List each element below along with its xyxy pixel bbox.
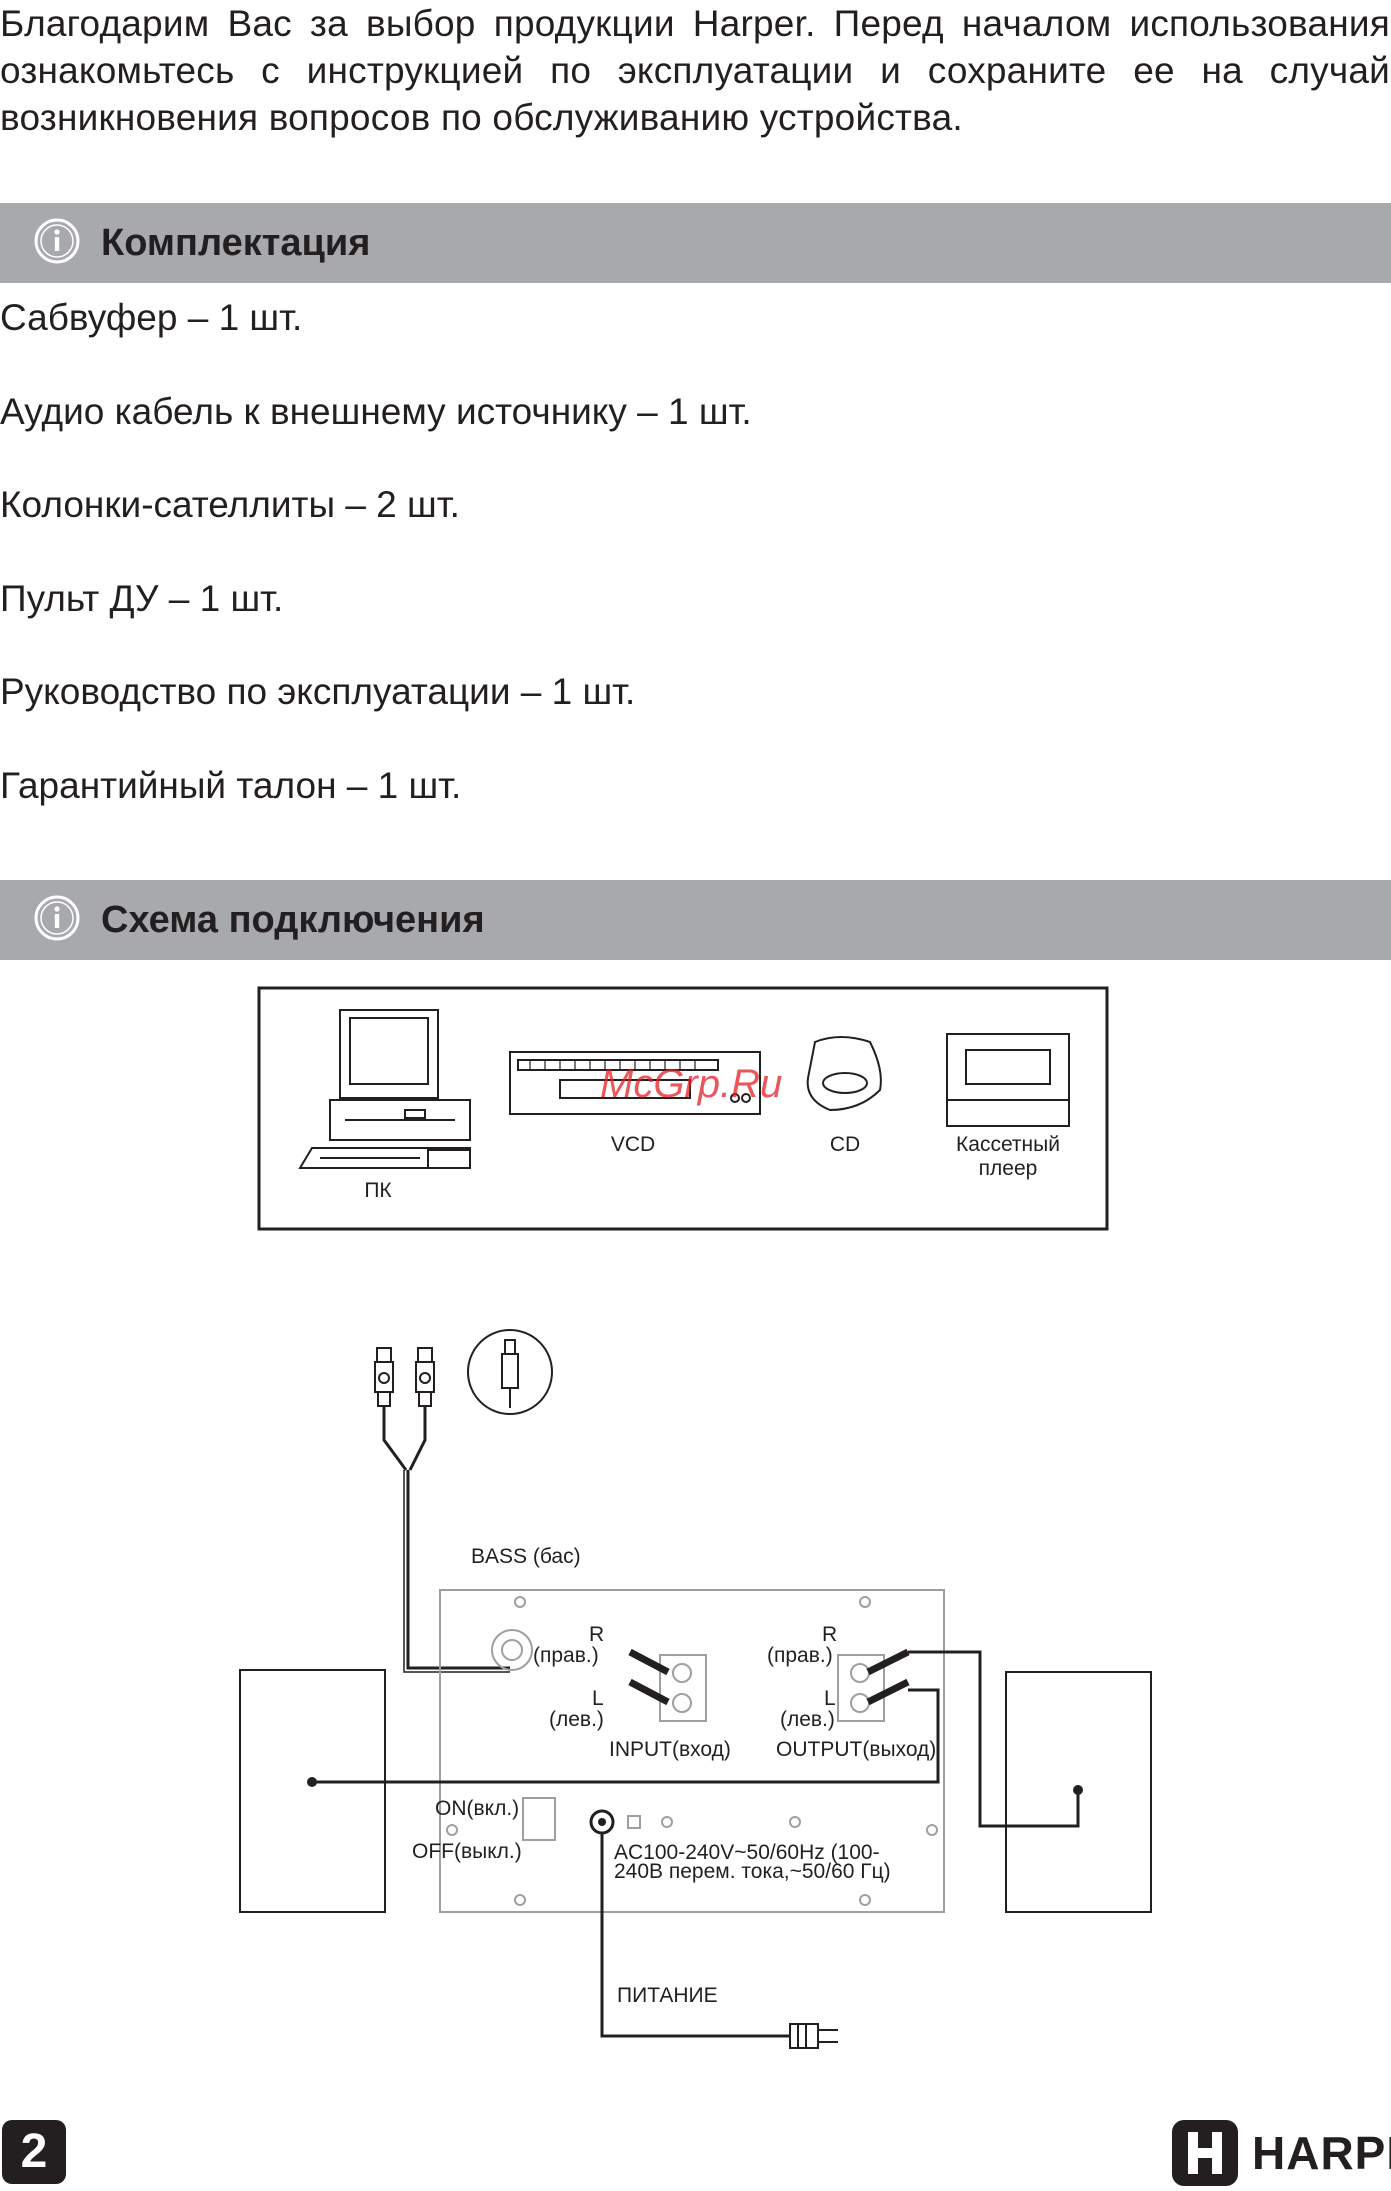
mini-jack-icon	[467, 1329, 553, 1415]
audio-cable	[382, 1406, 510, 1673]
info-icon	[34, 218, 80, 264]
output-jacks	[837, 1648, 910, 1722]
label-pc: ПК	[364, 1179, 392, 1202]
pc-icon	[298, 1009, 471, 1169]
brand-mark-icon	[1172, 2120, 1238, 2186]
section-header-diagram: Схема подключения	[0, 880, 1391, 960]
label-power-spec-1: AC100-240V~50/60Hz (100-	[614, 1841, 880, 1864]
panel-screws	[446, 1596, 938, 1906]
label-output-r: R	[822, 1623, 837, 1646]
watermark: McGrp.Ru	[600, 1062, 783, 1106]
list-item: Аудио кабель к внешнему источнику – 1 шт…	[0, 390, 752, 432]
label-cassette-2: плеер	[979, 1157, 1038, 1180]
label-power-spec-2: 240В перем. тока,~50/60 Гц)	[614, 1860, 891, 1883]
label-output-l-ru: (лев.)	[780, 1708, 835, 1731]
section-title-diagram: Схема подключения	[101, 899, 485, 941]
fuse-icon	[627, 1815, 641, 1829]
label-input-r: R	[589, 1623, 604, 1646]
contents-list: Сабвуфер – 1 шт. Аудио кабель к внешнему…	[0, 280, 752, 841]
list-item: Гарантийный талон – 1 шт.	[0, 764, 462, 806]
list-item: Сабвуфер – 1 шт.	[0, 297, 303, 338]
page-number: 2	[2, 2120, 66, 2184]
list-item: Руководство по эксплуатации – 1 шт.	[0, 671, 636, 712]
power-cable	[600, 1833, 790, 2038]
label-input-l-ru: (лев.)	[549, 1708, 604, 1731]
label-cd: CD	[830, 1133, 860, 1156]
section-title-contents: Комплектация	[101, 222, 371, 264]
power-switch	[522, 1797, 556, 1841]
vcd-icon	[509, 1051, 761, 1115]
bass-knob	[491, 1629, 533, 1671]
right-speaker-terminal	[1073, 1785, 1083, 1795]
label-output-l: L	[824, 1687, 836, 1710]
label-cassette-1: Кассетный	[956, 1133, 1060, 1156]
label-bass: BASS (бас)	[471, 1545, 581, 1568]
label-input-r-ru: (прав.)	[533, 1644, 599, 1667]
label-input-l: L	[592, 1687, 604, 1710]
satellite-speaker-left	[239, 1669, 386, 1913]
list-item: Колонки-сателлиты – 2 шт.	[0, 484, 460, 525]
connection-diagram: ПК VCD CD Кассетный плеер BASS (бас) R (…	[239, 986, 1152, 2049]
brand-name: HARPER	[1252, 2127, 1391, 2179]
subwoofer-panel	[439, 1589, 945, 1913]
cd-icon	[806, 1036, 882, 1112]
label-output: OUTPUT(выход)	[776, 1738, 936, 1761]
sources-frame	[257, 986, 1109, 1231]
label-switch-off: OFF(выкл.)	[412, 1840, 522, 1863]
label-vcd: VCD	[611, 1133, 655, 1156]
label-output-r-ru: (прав.)	[767, 1644, 833, 1667]
input-jacks	[628, 1648, 707, 1722]
left-speaker-terminal	[307, 1777, 317, 1787]
rca-plugs-icon	[374, 1347, 435, 1407]
cassette-player-icon	[946, 1033, 1070, 1127]
section-header-contents: Комплектация	[0, 203, 1391, 283]
label-switch-on: ON(вкл.)	[435, 1797, 519, 1820]
power-plug-icon	[789, 2023, 838, 2049]
satellite-speaker-right	[1005, 1671, 1152, 1913]
speaker-wires	[312, 1650, 1080, 1828]
list-item: Пульт ДУ – 1 шт.	[0, 577, 284, 619]
intro-paragraph: Благодарим Вас за выбор продукции Harper…	[0, 3, 1390, 138]
label-power: ПИТАНИЕ	[617, 1984, 718, 2007]
info-icon	[34, 895, 80, 941]
label-input: INPUT(вход)	[609, 1738, 731, 1761]
